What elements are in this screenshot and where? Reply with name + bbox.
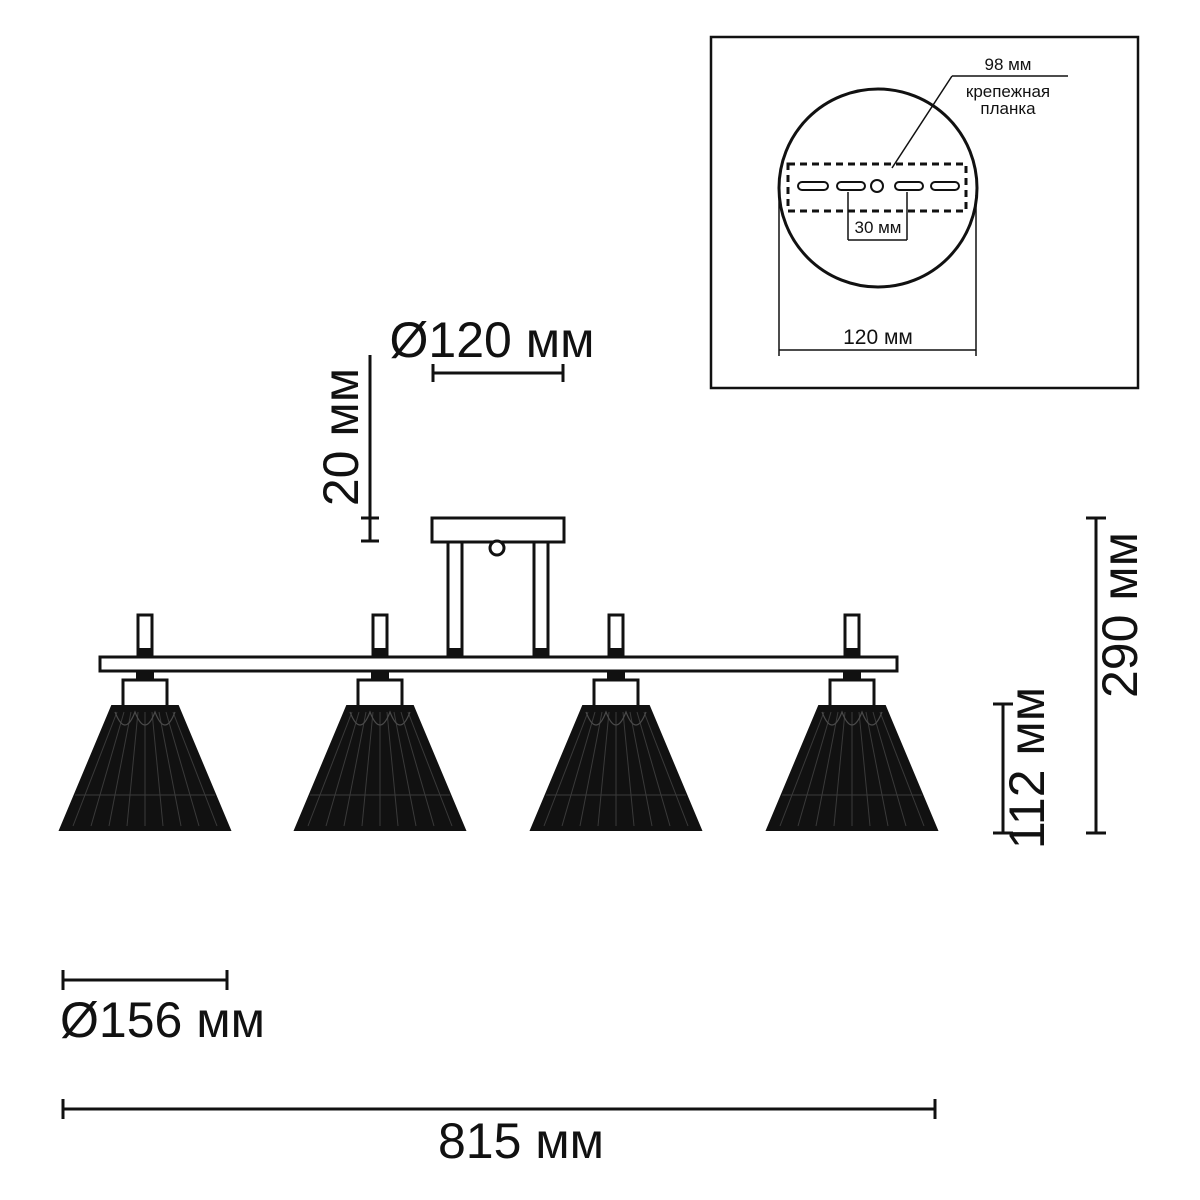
shade-rib bbox=[393, 711, 417, 827]
shade-rib bbox=[858, 711, 871, 827]
canopy-diameter-label: Ø120 мм bbox=[390, 312, 595, 368]
shade-rib bbox=[872, 711, 907, 827]
bracket-slot bbox=[930, 181, 960, 191]
mounting-bracket-outline bbox=[786, 162, 968, 213]
lamp-holder bbox=[121, 678, 169, 710]
swivel-joint bbox=[843, 671, 861, 681]
canopy-height-dimension: 20 мм bbox=[313, 355, 379, 543]
shade-height-label: 112 мм bbox=[999, 687, 1055, 849]
shade-rib bbox=[158, 711, 182, 827]
shade-rib bbox=[815, 711, 839, 827]
shade-rib bbox=[879, 711, 925, 827]
plate-diameter-label: 120 мм bbox=[843, 326, 913, 349]
shade-rib bbox=[561, 711, 596, 827]
ceiling-fixture bbox=[58, 516, 939, 831]
shade-rib bbox=[543, 711, 589, 827]
shade-rib bbox=[643, 711, 689, 827]
bracket-name-line1: крепежная bbox=[966, 82, 1050, 101]
shade-rib bbox=[597, 711, 610, 827]
shade-pattern bbox=[585, 710, 647, 726]
bracket-slot bbox=[797, 181, 829, 191]
rod-cap bbox=[534, 648, 548, 658]
hole-spacing-label: 30 мм bbox=[854, 218, 901, 237]
canopy-diameter-dimension: Ø120 мм bbox=[390, 312, 595, 382]
shade-rib bbox=[407, 711, 453, 827]
shade-rib bbox=[172, 711, 218, 827]
stud-nut bbox=[845, 648, 859, 657]
shade-rib bbox=[386, 711, 399, 827]
shade-rib bbox=[622, 711, 635, 827]
rod-cap bbox=[448, 648, 462, 658]
shade-rib bbox=[165, 711, 200, 827]
shade-pattern bbox=[114, 710, 176, 726]
shade-rib bbox=[361, 711, 374, 827]
shade-diameter-label: Ø156 мм bbox=[60, 992, 265, 1048]
shade-rib bbox=[151, 711, 164, 827]
lamp-holder bbox=[592, 678, 640, 710]
shade-rib bbox=[797, 711, 832, 827]
shade-rib bbox=[72, 711, 118, 827]
swivel-joint bbox=[136, 671, 154, 681]
support-rod bbox=[446, 540, 464, 656]
bracket-slot bbox=[836, 181, 866, 191]
bracket-name-line2: планка bbox=[980, 99, 1036, 118]
shade-rib bbox=[325, 711, 360, 827]
shade-diameter-dimension: Ø156 мм bbox=[60, 970, 265, 1048]
shade-pattern bbox=[821, 710, 883, 726]
total-length-dimension: 815 мм bbox=[61, 1099, 937, 1169]
shade-rib bbox=[779, 711, 825, 827]
shade-height-dimension: 112 мм bbox=[993, 687, 1055, 849]
shade-rib bbox=[307, 711, 353, 827]
canopy-plate bbox=[430, 516, 566, 544]
total-height-dimension: 290 мм bbox=[1086, 516, 1148, 835]
stud-nut bbox=[609, 648, 623, 657]
lamp-group bbox=[58, 613, 939, 831]
shade-rib bbox=[636, 711, 671, 827]
support-rod bbox=[532, 540, 550, 656]
lamp-holder bbox=[828, 678, 876, 710]
canopy-height-label: 20 мм bbox=[313, 368, 369, 506]
shade-rib bbox=[579, 711, 603, 827]
swivel-joint bbox=[371, 671, 389, 681]
mounting-plate-inset: 98 мм крепежная планка 30 мм 120 мм bbox=[709, 35, 1140, 390]
shade-rib bbox=[90, 711, 125, 827]
shade-rib bbox=[865, 711, 889, 827]
shade-rib bbox=[108, 711, 132, 827]
total-length-label: 815 мм bbox=[438, 1113, 604, 1169]
total-height-label: 290 мм bbox=[1092, 532, 1148, 698]
shade-rib bbox=[343, 711, 367, 827]
swivel-joint bbox=[607, 671, 625, 681]
mounting-plate-circle bbox=[777, 87, 979, 289]
shade-pattern bbox=[349, 710, 411, 726]
stud-nut bbox=[138, 648, 152, 657]
inset-frame bbox=[709, 35, 1140, 390]
shade-rib bbox=[400, 711, 435, 827]
bracket-length-label: 98 мм bbox=[984, 55, 1031, 74]
shade-rib bbox=[126, 711, 139, 827]
stud-nut bbox=[373, 648, 387, 657]
lamp-holder bbox=[356, 678, 404, 710]
horizontal-bar bbox=[98, 655, 899, 673]
shade-rib bbox=[833, 711, 846, 827]
leader-line bbox=[891, 75, 953, 169]
shade-rib bbox=[629, 711, 653, 827]
canopy-screw bbox=[488, 539, 506, 557]
bracket-slot bbox=[894, 181, 924, 191]
bracket-center-hole bbox=[870, 179, 884, 193]
